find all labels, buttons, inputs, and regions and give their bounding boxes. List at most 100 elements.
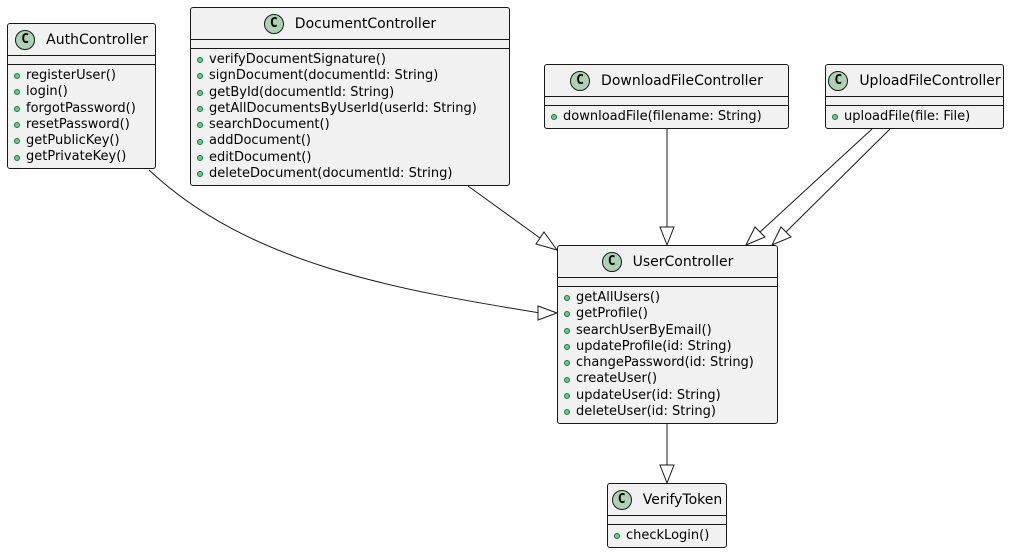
method-label: getProfile() xyxy=(576,306,648,322)
fields-compartment xyxy=(8,55,155,65)
method-label: checkLogin() xyxy=(626,528,710,543)
method-label: searchUserByEmail() xyxy=(576,322,712,338)
method-delete-document: deleteDocument(documentId: String) xyxy=(197,166,509,182)
method-forgot-password: forgotPassword() xyxy=(14,101,155,117)
method-get-private-key: getPrivateKey() xyxy=(14,149,155,165)
fields-compartment xyxy=(608,515,726,525)
public-visibility-icon xyxy=(564,360,570,367)
method-label: addDocument() xyxy=(209,133,311,149)
public-visibility-icon xyxy=(551,114,557,121)
method-get-all-users: getAllUsers() xyxy=(564,290,777,306)
method-label: createUser() xyxy=(576,371,658,387)
method-add-document: addDocument() xyxy=(197,133,509,149)
public-visibility-icon xyxy=(564,344,570,351)
public-visibility-icon xyxy=(197,138,203,145)
method-label: updateProfile(id: String) xyxy=(576,338,732,354)
method-get-by-id: getById(documentId: String) xyxy=(197,85,509,101)
class-name: UploadFileController xyxy=(859,72,1001,89)
method-label: registerUser() xyxy=(26,68,116,83)
class-header: C DocumentController xyxy=(191,8,509,39)
method-label: getPrivateKey() xyxy=(26,149,127,165)
method-label: getPublicKey() xyxy=(26,133,120,149)
class-name: UserController xyxy=(632,253,734,270)
method-check-login: checkLogin() xyxy=(614,528,726,544)
method-verify-document-signature: verifyDocumentSignature() xyxy=(197,52,509,68)
public-visibility-icon xyxy=(832,114,838,121)
public-visibility-icon xyxy=(197,171,203,178)
public-visibility-icon xyxy=(564,295,570,302)
method-label: deleteDocument(documentId: String) xyxy=(209,166,453,182)
edge-download-to-user xyxy=(659,129,675,247)
public-visibility-icon xyxy=(14,105,20,112)
public-visibility-icon xyxy=(564,392,570,399)
method-upload-file: uploadFile(file: File) xyxy=(832,109,1003,125)
method-update-profile: updateProfile(id: String) xyxy=(564,339,777,355)
public-visibility-icon xyxy=(14,154,20,161)
method-create-user: createUser() xyxy=(564,371,777,387)
method-label: signDocument(documentId: String) xyxy=(209,68,439,84)
edge-upload-to-user-b xyxy=(770,128,891,246)
method-label: login() xyxy=(26,84,68,100)
method-label: editDocument() xyxy=(209,149,312,165)
method-get-profile: getProfile() xyxy=(564,306,777,322)
inheritance-arrowhead xyxy=(770,226,792,246)
method-label: resetPassword() xyxy=(26,116,130,132)
method-label: uploadFile(file: File) xyxy=(844,109,971,124)
fields-compartment xyxy=(191,39,509,49)
public-visibility-icon xyxy=(197,154,203,161)
public-visibility-icon xyxy=(564,311,570,318)
inheritance-arrowhead xyxy=(535,231,559,251)
edge-document-to-user xyxy=(467,185,559,251)
fields-compartment xyxy=(545,96,788,106)
public-visibility-icon xyxy=(564,327,570,334)
methods-compartment: getAllUsers()getProfile()searchUserByEma… xyxy=(558,287,777,424)
class-stereotype-icon: C xyxy=(263,13,284,34)
class-upload-file-controller[interactable]: C UploadFileController uploadFile(file: Fi… xyxy=(825,64,1004,129)
class-download-file-controller[interactable]: C DownloadFileController downloadFile(file… xyxy=(544,64,789,129)
methods-compartment: registerUser()login()forgotPassword()res… xyxy=(8,65,155,170)
method-search-user-by-email: searchUserByEmail() xyxy=(564,323,777,339)
class-document-controller[interactable]: C DocumentController verifyDocumentSignatu… xyxy=(190,7,510,186)
class-stereotype-icon: C xyxy=(570,70,591,91)
class-name: AuthController xyxy=(46,31,148,48)
public-visibility-icon xyxy=(197,57,203,64)
method-reset-password: resetPassword() xyxy=(14,117,155,133)
class-name: DocumentController xyxy=(294,15,437,32)
method-label: downloadFile(filename: String) xyxy=(563,109,762,124)
method-label: verifyDocumentSignature() xyxy=(209,52,386,67)
fields-compartment xyxy=(826,96,1003,106)
method-label: updateUser(id: String) xyxy=(576,387,721,403)
method-register-user: registerUser() xyxy=(14,68,155,84)
class-header: C UploadFileController xyxy=(826,65,1003,96)
method-change-password: changePassword(id: String) xyxy=(564,355,777,371)
inheritance-arrowhead xyxy=(744,226,766,246)
public-visibility-icon xyxy=(14,138,20,145)
class-header: C UserController xyxy=(558,246,777,277)
public-visibility-icon xyxy=(197,106,203,113)
class-stereotype-icon: C xyxy=(601,251,622,272)
method-get-all-documents-by-user-id: getAllDocumentsByUserId(userId: String) xyxy=(197,101,509,117)
method-label: changePassword(id: String) xyxy=(576,355,754,371)
method-get-public-key: getPublicKey() xyxy=(14,133,155,149)
public-visibility-icon xyxy=(614,533,620,540)
class-header: C DownloadFileController xyxy=(545,65,788,96)
class-user-controller[interactable]: C UserController getAllUsers()getProfile()… xyxy=(557,245,778,424)
class-stereotype-icon: C xyxy=(611,489,632,510)
method-update-user: updateUser(id: String) xyxy=(564,388,777,404)
method-label: deleteUser(id: String) xyxy=(576,404,716,420)
fields-compartment xyxy=(558,277,777,287)
method-sign-document: signDocument(documentId: String) xyxy=(197,68,509,84)
public-visibility-icon xyxy=(14,89,20,96)
edge-auth-to-user xyxy=(148,169,559,321)
method-label: searchDocument() xyxy=(209,117,330,133)
class-name: DownloadFileController xyxy=(601,72,763,89)
inheritance-arrowhead xyxy=(659,464,675,485)
method-download-file: downloadFile(filename: String) xyxy=(551,109,788,125)
class-stereotype-icon: C xyxy=(828,70,849,91)
inheritance-arrowhead xyxy=(659,226,675,247)
